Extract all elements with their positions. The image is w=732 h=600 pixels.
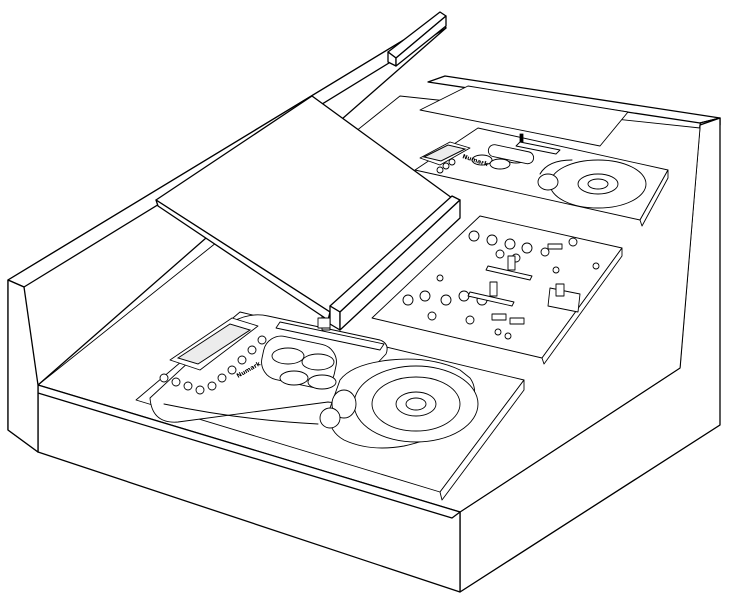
mixer-faders — [468, 244, 580, 324]
back-tray-panel — [420, 86, 628, 146]
back-cd-player: Numark — [415, 128, 668, 226]
mixer — [372, 216, 622, 364]
front-player-buttons — [160, 336, 266, 394]
front-cd-player: Numark — [136, 312, 524, 500]
case-floor-edge — [460, 368, 680, 512]
lid-hinge-clip — [318, 318, 330, 328]
hinged-lid — [156, 96, 460, 330]
lid-stop-bracket — [388, 12, 446, 66]
mixer-knobs — [403, 231, 599, 339]
front-right-base — [460, 425, 720, 592]
front-pitch-slider — [276, 322, 384, 350]
play-button — [272, 348, 304, 364]
cue-button — [302, 354, 334, 370]
